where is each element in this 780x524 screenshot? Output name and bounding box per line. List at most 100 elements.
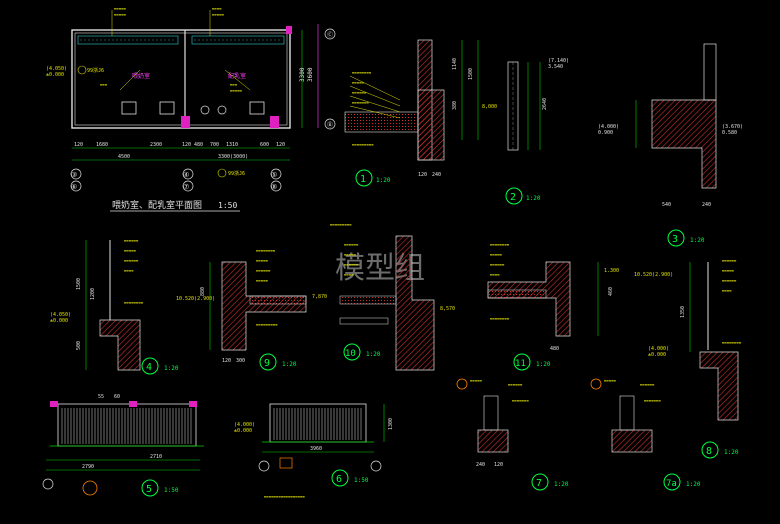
detail-11-number: 11 xyxy=(515,359,526,369)
svg-text:≡≡≡≡≡≡≡≡≡≡≡≡≡≡≡≡≡: ≡≡≡≡≡≡≡≡≡≡≡≡≡≡≡≡≡ xyxy=(264,494,306,499)
plan-dim-5: 480 xyxy=(194,142,203,148)
d2-dim-b: 3.540 xyxy=(548,64,563,70)
detail-4-number: 4 xyxy=(146,362,152,373)
d3-dim-f: 240 xyxy=(702,202,711,208)
detail-11-scale: 1:20 xyxy=(536,361,551,368)
svg-text:≡≡≡≡: ≡≡≡≡ xyxy=(212,6,222,11)
d9-dim-d: 300 xyxy=(236,358,245,364)
detail-6: 3960 1300 ≡≡≡≡≡≡≡≡≡≡≡≡≡≡≡≡≡ 6 1:50 xyxy=(258,403,394,499)
detail-7a-number: 7a xyxy=(666,479,677,489)
detail-1: ≡≡≡≡≡≡≡≡≡≡≡≡≡ ≡≡≡≡≡≡≡≡≡≡≡≡≡ ≡≡≡≡≡≡≡≡≡ 11… xyxy=(344,39,497,187)
d4-dim-b: 1200 xyxy=(90,288,96,300)
d3-dim-e: 540 xyxy=(662,202,671,208)
d5-dim-a: 55 xyxy=(98,394,104,400)
svg-text:≡≡≡≡≡: ≡≡≡≡≡ xyxy=(490,252,503,257)
axis-c: Ⓒ xyxy=(327,31,333,39)
axis-6: ⑥ xyxy=(71,183,77,191)
d11-dim-a: 1.300 xyxy=(604,268,619,274)
detail-10-scale: 1:20 xyxy=(366,351,381,358)
svg-text:≡≡≡: ≡≡≡ xyxy=(230,82,238,87)
detail-1-scale: 1:20 xyxy=(376,177,391,184)
d8-dim-b: 1350 xyxy=(680,306,686,318)
d3-dim-b: 0.900 xyxy=(598,130,613,136)
detail-11: ≡≡≡≡≡≡≡≡≡≡≡≡≡ ≡≡≡≡≡≡≡≡≡≡ ≡≡≡≡≡≡≡≡ 1.300 … xyxy=(487,242,619,371)
d6-dim-a: 3960 xyxy=(310,446,322,452)
axis-8: ⑧ xyxy=(271,183,277,191)
d11-dim-c: 480 xyxy=(550,346,559,352)
detail-7: ≡≡≡≡≡≡≡≡≡≡≡≡≡≡≡≡≡≡ 240 120 7 1:20 xyxy=(456,378,569,491)
plan-dim-1: 120 xyxy=(74,142,83,148)
svg-text:≡≡≡≡≡≡≡≡: ≡≡≡≡≡≡≡≡ xyxy=(722,340,742,345)
axis-5: ⑤ xyxy=(271,171,277,179)
drain-note-2: 99浙J6 xyxy=(228,170,245,177)
svg-text:≡≡≡≡≡≡: ≡≡≡≡≡≡ xyxy=(124,238,139,243)
svg-text:≡≡≡≡≡≡≡≡≡: ≡≡≡≡≡≡≡≡≡ xyxy=(330,222,352,227)
floor-plan: 喂奶室 配乳室 ≡≡≡≡≡≡≡≡≡≡ ≡≡≡≡≡≡≡≡≡ ≡≡≡≡≡≡ ≡≡≡≡… xyxy=(46,6,336,212)
detail-4: ≡≡≡≡≡≡≡≡≡≡≡ ≡≡≡≡≡≡≡≡≡≡ ≡≡≡≡≡≡≡≡ 1500 120… xyxy=(50,238,179,375)
detail-8-scale: 1:20 xyxy=(724,449,739,456)
plan-title: 喂奶室、配乳室平面图 xyxy=(112,199,202,211)
svg-text:≡≡≡: ≡≡≡ xyxy=(100,82,108,87)
plan-dim-9: 120 xyxy=(276,142,285,148)
plan-total-1: 4500 xyxy=(118,154,130,160)
plan-total-2: 3300(3000) xyxy=(218,154,248,160)
svg-text:≡≡≡≡≡: ≡≡≡≡≡ xyxy=(470,378,483,383)
svg-text:≡≡≡≡≡: ≡≡≡≡≡ xyxy=(114,6,127,11)
d4-dim-d: (4.050) xyxy=(50,312,71,318)
svg-text:≡≡≡≡≡: ≡≡≡≡≡ xyxy=(352,80,365,85)
d8-dim-a: 10.520(2.900) xyxy=(634,272,673,278)
plan-dim-8: 600 xyxy=(260,142,269,148)
plan-level-2: ±0.000 xyxy=(46,72,64,78)
d9-dim-c: 120 xyxy=(222,358,231,364)
d1-dim-f: 240 xyxy=(432,172,441,178)
svg-text:≡≡≡≡≡≡≡≡≡: ≡≡≡≡≡≡≡≡≡ xyxy=(352,142,374,147)
detail-10: ≡≡≡≡≡≡≡≡≡≡≡≡≡≡≡ ≡≡≡≡≡≡≡≡≡≡≡ ≡≡≡≡ 7,870 8… xyxy=(312,222,455,371)
svg-text:≡≡≡≡: ≡≡≡≡ xyxy=(124,268,134,273)
svg-text:≡≡≡≡≡≡: ≡≡≡≡≡≡ xyxy=(344,262,359,267)
d5-dim-d: 2710 xyxy=(150,454,162,460)
plan-level-1: (4.050) xyxy=(46,66,67,72)
svg-text:≡≡≡≡≡≡≡≡: ≡≡≡≡≡≡≡≡ xyxy=(490,316,510,321)
svg-text:≡≡≡≡≡≡≡≡: ≡≡≡≡≡≡≡≡ xyxy=(490,242,510,247)
detail-7a: ≡≡≡≡≡≡≡≡≡≡≡≡≡≡≡≡≡≡ 7a 1:20 xyxy=(590,378,701,491)
svg-text:≡≡≡≡≡≡: ≡≡≡≡≡≡ xyxy=(722,258,737,263)
svg-text:≡≡≡≡≡≡≡: ≡≡≡≡≡≡≡ xyxy=(512,398,529,403)
svg-text:≡≡≡≡≡≡≡≡: ≡≡≡≡≡≡≡≡ xyxy=(124,300,144,305)
svg-text:≡≡≡≡≡≡: ≡≡≡≡≡≡ xyxy=(722,278,737,283)
detail-10-number: 10 xyxy=(345,349,356,359)
axis-4: ④ xyxy=(183,171,189,179)
svg-text:≡≡≡≡≡≡: ≡≡≡≡≡≡ xyxy=(256,268,271,273)
d5-dim-c: 2790 xyxy=(82,464,94,470)
svg-text:≡≡≡≡≡≡≡: ≡≡≡≡≡≡≡ xyxy=(352,100,369,105)
room-label-feeding: 喂奶室 xyxy=(132,72,150,80)
detail-1-number: 1 xyxy=(360,174,366,185)
d3-dim-a: (4.000) xyxy=(598,124,619,130)
d4-dim-a: 1500 xyxy=(76,278,82,290)
svg-text:≡≡≡≡≡≡: ≡≡≡≡≡≡ xyxy=(640,382,655,387)
svg-text:≡≡≡≡≡≡≡≡≡: ≡≡≡≡≡≡≡≡≡ xyxy=(256,322,278,327)
d1-dim-b: 1500 xyxy=(468,68,474,80)
d1-dim-d: 8,000 xyxy=(482,104,497,110)
d9-dim-a: 10.520(2.900) xyxy=(176,296,215,302)
detail-8: ≡≡≡≡≡≡≡≡≡≡≡ ≡≡≡≡≡≡≡≡≡≡ ≡≡≡≡≡≡≡≡ 10.520(2… xyxy=(634,258,742,459)
detail-9-scale: 1:20 xyxy=(282,361,297,368)
svg-text:≡≡≡≡≡: ≡≡≡≡≡ xyxy=(344,252,357,257)
detail-4-scale: 1:20 xyxy=(164,365,179,372)
detail-2-scale: 1:20 xyxy=(526,195,541,202)
detail-6-scale: 1:50 xyxy=(354,477,369,484)
plan-dim-6: 700 xyxy=(210,142,219,148)
d8-dim-d: ±0.000 xyxy=(648,352,666,358)
plan-dim-7: 1310 xyxy=(226,142,238,148)
axis-7: ⑦ xyxy=(183,183,189,191)
detail-6-number: 6 xyxy=(336,474,342,485)
plan-height-2: 3600 xyxy=(307,67,314,82)
svg-text:≡≡≡≡: ≡≡≡≡ xyxy=(722,288,732,293)
svg-text:≡≡≡≡≡≡: ≡≡≡≡≡≡ xyxy=(352,90,367,95)
detail-8-number: 8 xyxy=(706,446,712,457)
svg-text:≡≡≡≡≡: ≡≡≡≡≡ xyxy=(212,12,225,17)
room-label-prep: 配乳室 xyxy=(228,72,246,80)
d10-dim-a: 7,870 xyxy=(312,294,327,300)
detail-3-number: 3 xyxy=(672,234,678,245)
detail-7a-scale: 1:20 xyxy=(686,481,701,488)
